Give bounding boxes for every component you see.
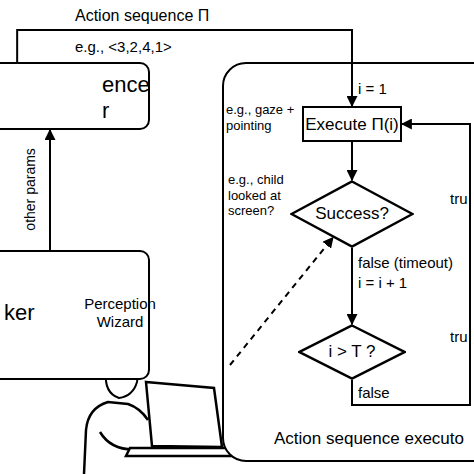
annotation-label: e.g., <3,2,4,1> <box>75 38 172 56</box>
node-text: Execute Π(i) <box>304 115 400 135</box>
decision-diamond: i > T ? <box>298 324 406 380</box>
process-box: Execute Π(i) <box>302 106 402 142</box>
annotation-label: tru <box>450 190 468 208</box>
annotation-label: i = i + 1 <box>358 274 407 292</box>
annotation-label: e.g., gaze + pointing <box>226 102 298 133</box>
edge-label: false <box>358 384 390 402</box>
edge-label: Action sequence Π <box>75 6 209 25</box>
node-text: ker <box>4 300 35 326</box>
flow-arrow <box>49 130 51 250</box>
dashed-arrow <box>230 238 333 365</box>
edge-label: false (timeout) <box>358 254 453 272</box>
node-text: Perception Wizard <box>80 295 160 331</box>
flow-arrow <box>351 248 353 324</box>
node-text: Action sequence executo <box>274 429 464 449</box>
flow-arrow <box>352 124 470 405</box>
flow-arrow <box>351 142 353 180</box>
edge-label: other params <box>22 139 39 239</box>
node-text: Success? <box>290 204 414 224</box>
annotation-label: i = 1 <box>358 80 387 98</box>
wizard-figure: Perception Wizard <box>76 295 230 470</box>
body-outline <box>84 402 148 474</box>
laptop-base <box>126 448 236 456</box>
decision-diamond: Success? <box>290 180 414 248</box>
node-text: ence r <box>102 72 160 124</box>
node-text: i > T ? <box>298 342 406 362</box>
annotation-label: e.g., child looked at screen? <box>228 172 286 219</box>
annotation-label: tru <box>450 328 468 346</box>
laptop-lid <box>146 382 222 447</box>
planner-box: ence r <box>0 62 150 130</box>
flow-arrow <box>17 30 352 106</box>
